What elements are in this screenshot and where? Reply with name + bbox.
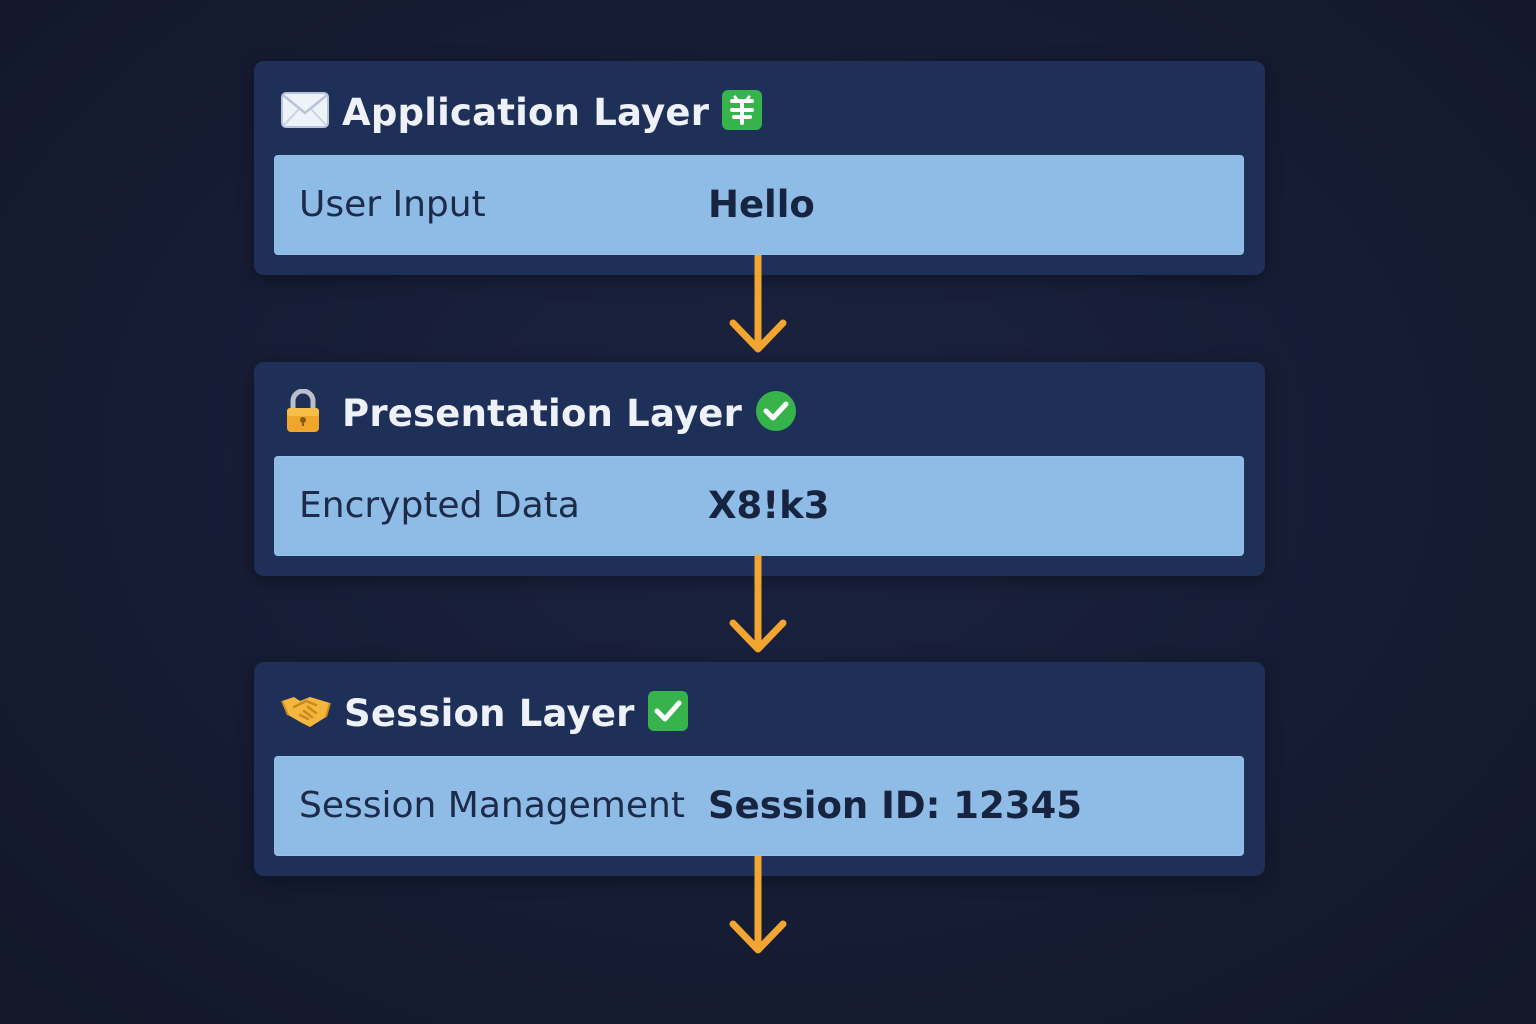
layer-title: Session Layer [344,691,635,735]
row-value: X8!k3 [708,484,830,527]
lock-icon [280,388,330,437]
row-label: Session Management [299,785,685,826]
check-square-icon [647,690,689,736]
row-label: User Input [299,184,486,225]
data-row: User Input Hello [274,155,1244,255]
layer-title: Presentation Layer [342,391,743,435]
row-value: Session ID: 12345 [708,784,1082,827]
envelope-icon [280,91,330,133]
data-row: Encrypted Data X8!k3 [274,456,1244,556]
data-row: Session Management Session ID: 12345 [274,756,1244,856]
row-value: Hello [708,183,815,226]
presentation-layer-card: Presentation Layer Encrypted Data X8!k3 [254,362,1265,576]
presentation-layer-header: Presentation Layer [280,388,798,438]
application-layer-card: Application Layer User Input Hello [254,61,1265,275]
session-layer-card: Session Layer Session Management Session… [254,662,1265,876]
handshake-icon [280,691,332,735]
application-layer-header: Application Layer [280,87,763,137]
down-arrow-icon [729,555,787,653]
down-arrow-icon [729,255,787,353]
session-layer-header: Session Layer [280,688,689,738]
row-label: Encrypted Data [299,485,580,526]
check-circle-icon [754,389,798,437]
down-arrow-icon [729,856,787,954]
layer-title: Application Layer [342,90,710,134]
green-square-symbol-icon [721,89,763,135]
